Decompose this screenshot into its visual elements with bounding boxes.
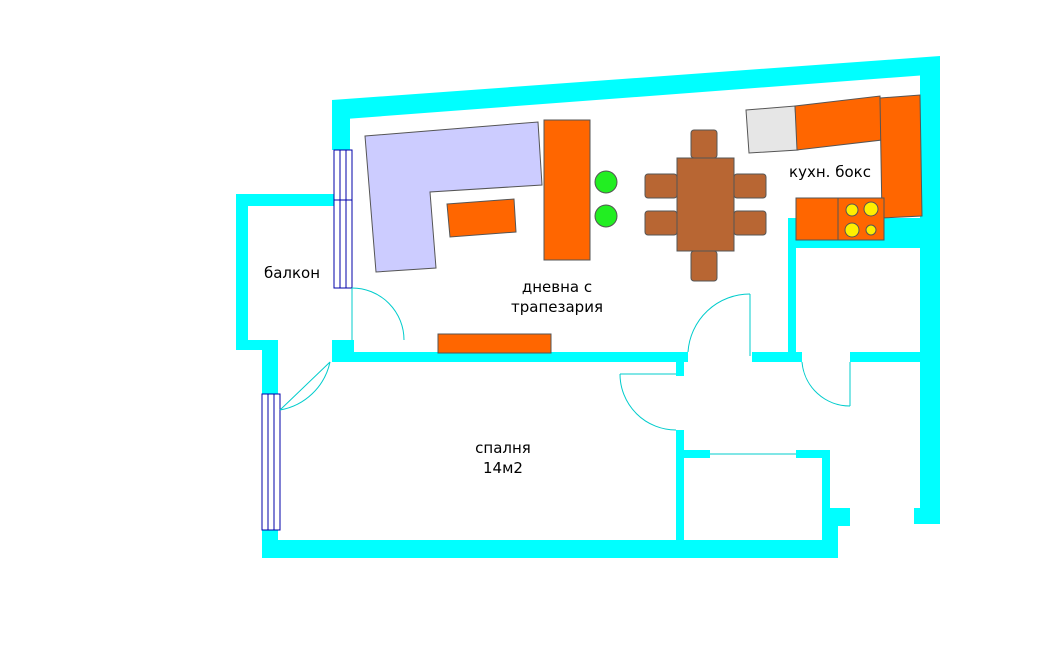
wall-living-bottom-c [850, 352, 920, 362]
label-bedroom-line1: спалня [475, 439, 531, 457]
door-bathroom [801, 361, 851, 407]
chair-bottom [690, 250, 718, 282]
room-divider-cabinet [543, 119, 591, 261]
wall-hall-vertical-lower [676, 430, 684, 540]
kitchen-counter-right [879, 94, 923, 219]
wall-right-stub [914, 508, 940, 524]
walls [236, 56, 940, 558]
wall-living-bottom-b [752, 352, 802, 362]
burner-4 [865, 224, 877, 236]
wall-right-outer [920, 74, 940, 524]
chair-right-1 [733, 173, 767, 199]
burner-3 [844, 222, 860, 238]
tv-stand [437, 333, 552, 354]
window-bedroom [261, 393, 281, 531]
burner-1 [845, 203, 859, 217]
label-bedroom-line2: 14м2 [483, 459, 523, 477]
wall-wc-right-stub [822, 526, 838, 540]
wall-bedroom-left-upper [262, 344, 278, 396]
door-bedroom-balcony [279, 361, 331, 411]
coffee-table [446, 198, 517, 238]
plant-1 [594, 170, 618, 194]
door-living-hall [687, 293, 751, 356]
kitchen-appliance [745, 105, 799, 154]
wall-wc-right [822, 450, 830, 510]
wall-bath-divider [788, 248, 796, 358]
wall-wc-top-right [796, 450, 830, 458]
wall-hall-vertical-upper [676, 362, 684, 376]
wall-wc-right-foot [822, 508, 850, 526]
kitchen-counter-bottom [795, 197, 839, 241]
dining-table [676, 157, 735, 252]
sofa-l-shape [364, 121, 543, 273]
chair-left-2 [644, 210, 678, 236]
furniture [364, 94, 923, 354]
wall-wc-top-left [684, 450, 710, 458]
wall-living-left-upper [332, 100, 350, 150]
chair-left-1 [644, 173, 678, 199]
wall-balcony-bottom [236, 340, 278, 350]
wall-balcony-top [236, 194, 334, 206]
stove [837, 197, 885, 241]
burner-2 [863, 201, 879, 217]
doors [279, 287, 851, 455]
wall-living-bottom-a [332, 352, 688, 362]
label-kitchen: кухн. бокс [789, 163, 871, 181]
plant-2 [594, 204, 618, 228]
window-living [333, 149, 353, 289]
wall-bedroom-left-lower [262, 528, 278, 558]
label-living-line1: дневна с [522, 278, 592, 296]
label-balcony: балкон [264, 264, 320, 282]
label-living-line2: трапезария [511, 298, 603, 316]
wall-balcony-left [236, 194, 248, 350]
wall-top-slanted [332, 56, 940, 120]
room-labels: балкон дневна с трапезария кухн. бокс сп… [264, 163, 871, 477]
chair-top [690, 129, 718, 159]
wall-bedroom-bottom [262, 540, 838, 558]
door-bedroom [619, 373, 677, 431]
kitchen-counter-top [794, 95, 883, 151]
chair-right-2 [733, 210, 767, 236]
door-balcony [351, 287, 405, 341]
